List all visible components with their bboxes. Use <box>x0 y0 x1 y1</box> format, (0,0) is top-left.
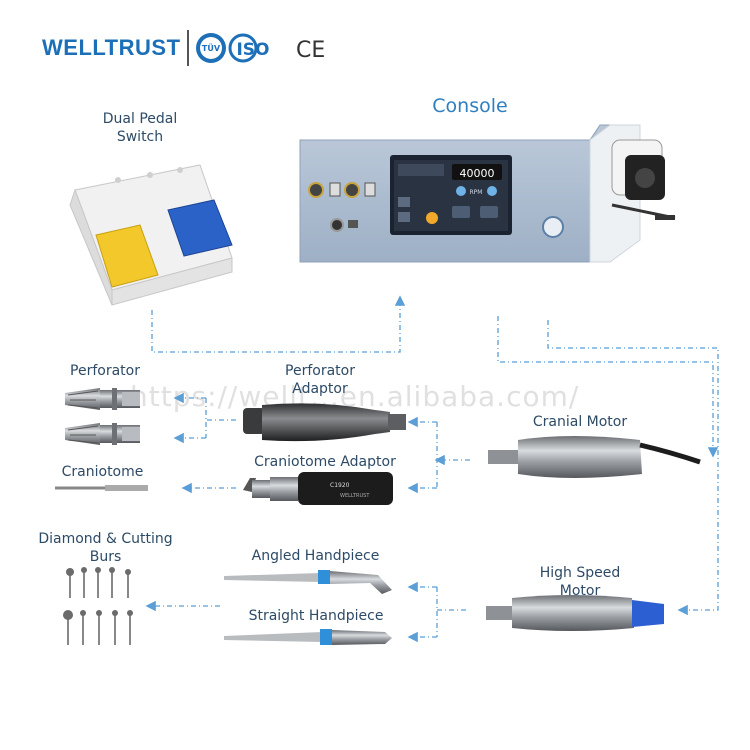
tuv-badge-icon: TÜV <box>195 33 226 63</box>
certification-badges: TÜV ISO CE <box>195 33 325 63</box>
console-touchscreen: 40000 RPM <box>390 155 512 235</box>
craniotome-adaptor-label: Craniotome Adaptor <box>254 454 396 470</box>
flow-pedal-to-console <box>151 295 406 353</box>
console-rpm-unit: RPM <box>470 189 483 196</box>
perforator-icon <box>65 423 140 445</box>
high-speed-motor-label: High Speed Motor <box>539 565 621 599</box>
svg-text:ISO: ISO <box>236 40 269 60</box>
dual-pedal-switch <box>69 164 233 306</box>
console-rpm-readout: 40000 <box>460 167 495 180</box>
brand-divider <box>186 30 189 66</box>
burs-icon <box>63 567 133 645</box>
console-pump-head <box>611 139 676 220</box>
perforator-label: Perforator <box>70 363 140 379</box>
console-power-button <box>542 216 564 238</box>
console-unit: 40000 RPM <box>299 124 676 263</box>
console-ports <box>308 182 376 232</box>
dual-pedal-label: Dual Pedal Switch <box>102 111 178 145</box>
craniotome-tool-icon <box>55 485 148 491</box>
pedal-yellow <box>95 224 159 288</box>
perforator-icon <box>65 388 140 410</box>
angled-handpiece-icon <box>224 570 392 594</box>
high-speed-motor-icon <box>486 595 664 631</box>
brand-logo-text: WELLTRUST <box>42 35 181 60</box>
cranial-motor-label: Cranial Motor <box>532 414 628 430</box>
craniotome-adaptor-icon: C1920 WELLTRUST <box>243 472 393 505</box>
pedal-blue <box>167 199 233 257</box>
flow-console-to-highspeed-motor <box>547 320 719 616</box>
cranial-motor-icon <box>488 436 701 478</box>
perforator-adaptor-icon <box>243 403 406 442</box>
svg-text:WELLTRUST: WELLTRUST <box>340 493 370 499</box>
angled-handpiece-label: Angled Handpiece <box>251 548 380 564</box>
burs-label: Diamond & Cutting Burs <box>38 531 173 565</box>
svg-text:C1920: C1920 <box>330 482 350 489</box>
ce-mark-icon: CE <box>296 38 325 63</box>
straight-handpiece-label: Straight Handpiece <box>248 608 384 624</box>
brand-header: WELLTRUST TÜV ISO CE <box>42 30 325 66</box>
craniotome-label: Craniotome <box>61 464 144 480</box>
iso-badge-icon: ISO <box>228 33 269 63</box>
svg-text:TÜV: TÜV <box>201 43 220 53</box>
flow-lines <box>145 295 719 643</box>
perforator-adaptor-label: Perforator Adaptor <box>285 363 355 397</box>
straight-handpiece-icon <box>224 629 392 645</box>
console-label: Console <box>432 95 508 117</box>
flow-console-to-cranial-motor <box>497 316 719 458</box>
